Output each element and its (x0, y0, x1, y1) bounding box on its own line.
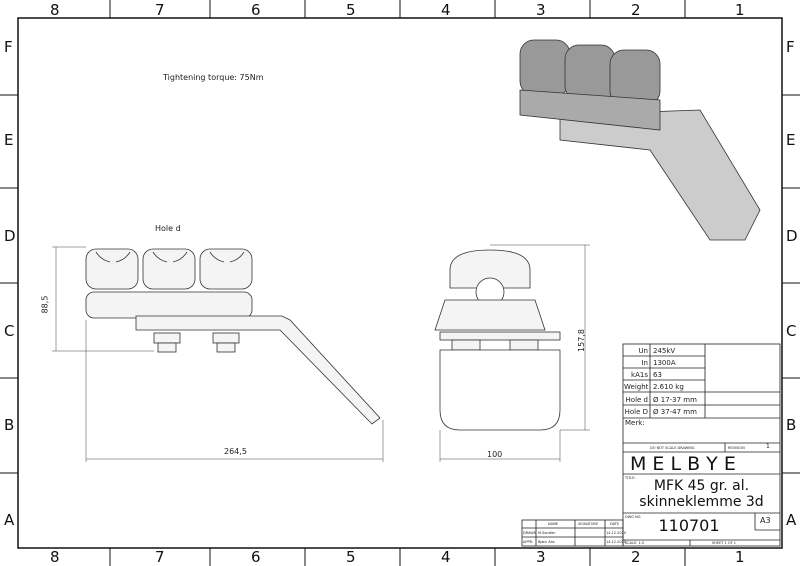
side-view (85, 248, 381, 425)
dim-height-side: 88,5 (40, 295, 50, 314)
column-label: 3 (536, 548, 546, 566)
drawn-date: 14.12.2020 (606, 531, 627, 535)
column-label: 2 (631, 548, 641, 566)
drawing-title-line2: skinneklemme 3d (639, 494, 764, 510)
row-label: D (786, 227, 798, 245)
row-label: F (4, 38, 13, 56)
column-label: 1 (735, 548, 745, 566)
dim-width-side: 264,5 (224, 447, 247, 456)
revision-label: REVISION (728, 446, 745, 450)
isometric-view (519, 39, 761, 241)
column-label: 8 (50, 1, 60, 19)
header-date: DATE (610, 522, 620, 526)
row-label: D (4, 227, 16, 245)
spec-label: kA1s (631, 371, 648, 379)
column-label: 4 (441, 1, 451, 19)
column-label: 7 (155, 548, 165, 566)
spec-value: 63 (653, 371, 662, 379)
column-label: 2 (631, 1, 641, 19)
header-signature: SIGNATURE (578, 522, 599, 526)
column-label: 5 (346, 1, 356, 19)
drawn-label: DRAWN (523, 531, 537, 535)
spec-value: 2.610 kg (653, 383, 684, 391)
row-label: B (786, 416, 797, 434)
merk-label: Merk: (625, 419, 645, 427)
spec-value: Ø 17-37 mm (653, 396, 697, 404)
title-label: TITLE: (625, 476, 636, 480)
column-label: 1 (735, 1, 745, 19)
drawing-number: 110701 (658, 516, 720, 535)
row-label: E (786, 131, 796, 149)
column-label: 4 (441, 548, 451, 566)
column-label: 6 (251, 1, 261, 19)
row-label: F (786, 38, 795, 56)
drawn-name: M.Sandler (538, 531, 556, 535)
spec-value: 245kV (653, 347, 676, 355)
header-name: NAME (548, 522, 559, 526)
sheet-size: A3 (760, 516, 771, 525)
hole-label: Hole d (155, 224, 181, 233)
column-label: 8 (50, 548, 60, 566)
revision-value: 1 (766, 443, 770, 450)
row-label: A (786, 511, 797, 529)
torque-note: Tightening torque: 75Nm (163, 73, 264, 82)
dimension-lines (52, 244, 590, 462)
title-block-frame (521, 343, 781, 547)
appr-label: APPR. (523, 540, 534, 544)
front-view (434, 249, 561, 431)
row-label: C (4, 322, 15, 340)
sheet-count: SHEET 1 OF 1 (712, 541, 736, 545)
row-label: E (4, 131, 14, 149)
spec-label: Un (638, 347, 648, 355)
company-logo: M E L B Y E (630, 453, 736, 475)
column-label: 6 (251, 548, 261, 566)
row-label: A (4, 511, 15, 529)
column-label: 7 (155, 1, 165, 19)
spec-label: Weight (624, 383, 649, 391)
do-not-scale: DO NOT SCALE DRAWING (650, 446, 695, 450)
row-label: C (786, 322, 797, 340)
spec-label: Hole D (624, 408, 648, 416)
row-label: B (4, 416, 15, 434)
appr-date: 14.12.2020 (606, 540, 627, 544)
spec-label: Hole d (625, 396, 648, 404)
dim-width-front: 100 (487, 450, 503, 459)
spec-label: In (641, 359, 648, 367)
appr-name: Bjørn Aas (538, 540, 555, 544)
column-label: 5 (346, 548, 356, 566)
dwg-no-label: DWG NO. (625, 515, 642, 519)
drawing-title-line1: MFK 45 gr. al. (653, 478, 750, 494)
spec-value: 1300A (653, 359, 676, 367)
scale: SCALE: 1:5 (625, 541, 645, 545)
column-label: 3 (536, 1, 546, 19)
dim-height-front: 157,8 (576, 329, 586, 352)
spec-value: Ø 37-47 mm (653, 408, 697, 416)
